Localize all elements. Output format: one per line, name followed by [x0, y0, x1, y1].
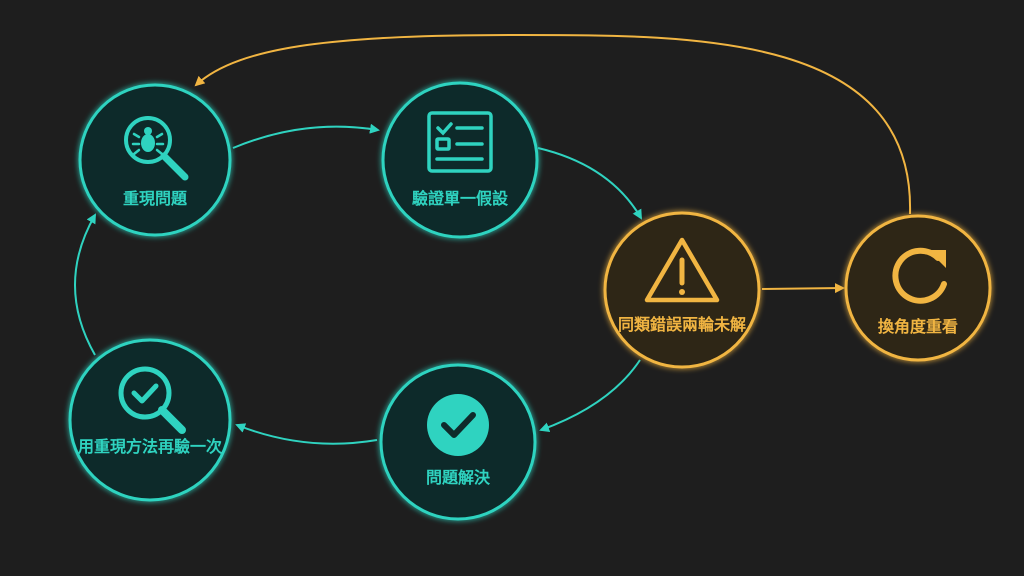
- node-retest-label: 用重現方法再驗一次: [78, 437, 222, 456]
- node-resolved: 問題解決: [379, 363, 537, 521]
- node-verify: 驗證單一假設: [381, 81, 539, 239]
- node-unresolved: 同類錯誤兩輪未解: [603, 211, 761, 369]
- node-rethink: 換角度重看: [844, 214, 992, 362]
- node-unresolved-label: 同類錯誤兩輪未解: [618, 315, 746, 334]
- refresh-icon: [892, 247, 947, 304]
- edge-verify-to-unresolved: [537, 147, 643, 220]
- node-verify-label: 驗證單一假設: [412, 189, 509, 208]
- edge-unresolved-to-resolved: [539, 359, 641, 432]
- node-resolved-label: 問題解決: [426, 468, 491, 487]
- edge-retest-to-reproduce: [74, 213, 96, 356]
- edge-rethink-to-reproduce: [194, 33, 912, 215]
- node-retest: 用重現方法再驗一次: [68, 338, 232, 502]
- check-circle-icon: [427, 394, 489, 456]
- edge-unresolved-to-rethink: [761, 283, 845, 294]
- warning-icon: [644, 237, 720, 303]
- node-reproduce: 重現問題: [78, 83, 232, 237]
- node-rethink-label: 換角度重看: [878, 317, 958, 336]
- checklist-icon: [427, 111, 493, 173]
- bug-search-icon: [124, 116, 189, 181]
- node-reproduce-label: 重現問題: [123, 189, 188, 208]
- edge-resolved-to-retest: [235, 423, 378, 445]
- edge-reproduce-to-verify: [232, 123, 380, 149]
- check-search-icon: [118, 366, 186, 434]
